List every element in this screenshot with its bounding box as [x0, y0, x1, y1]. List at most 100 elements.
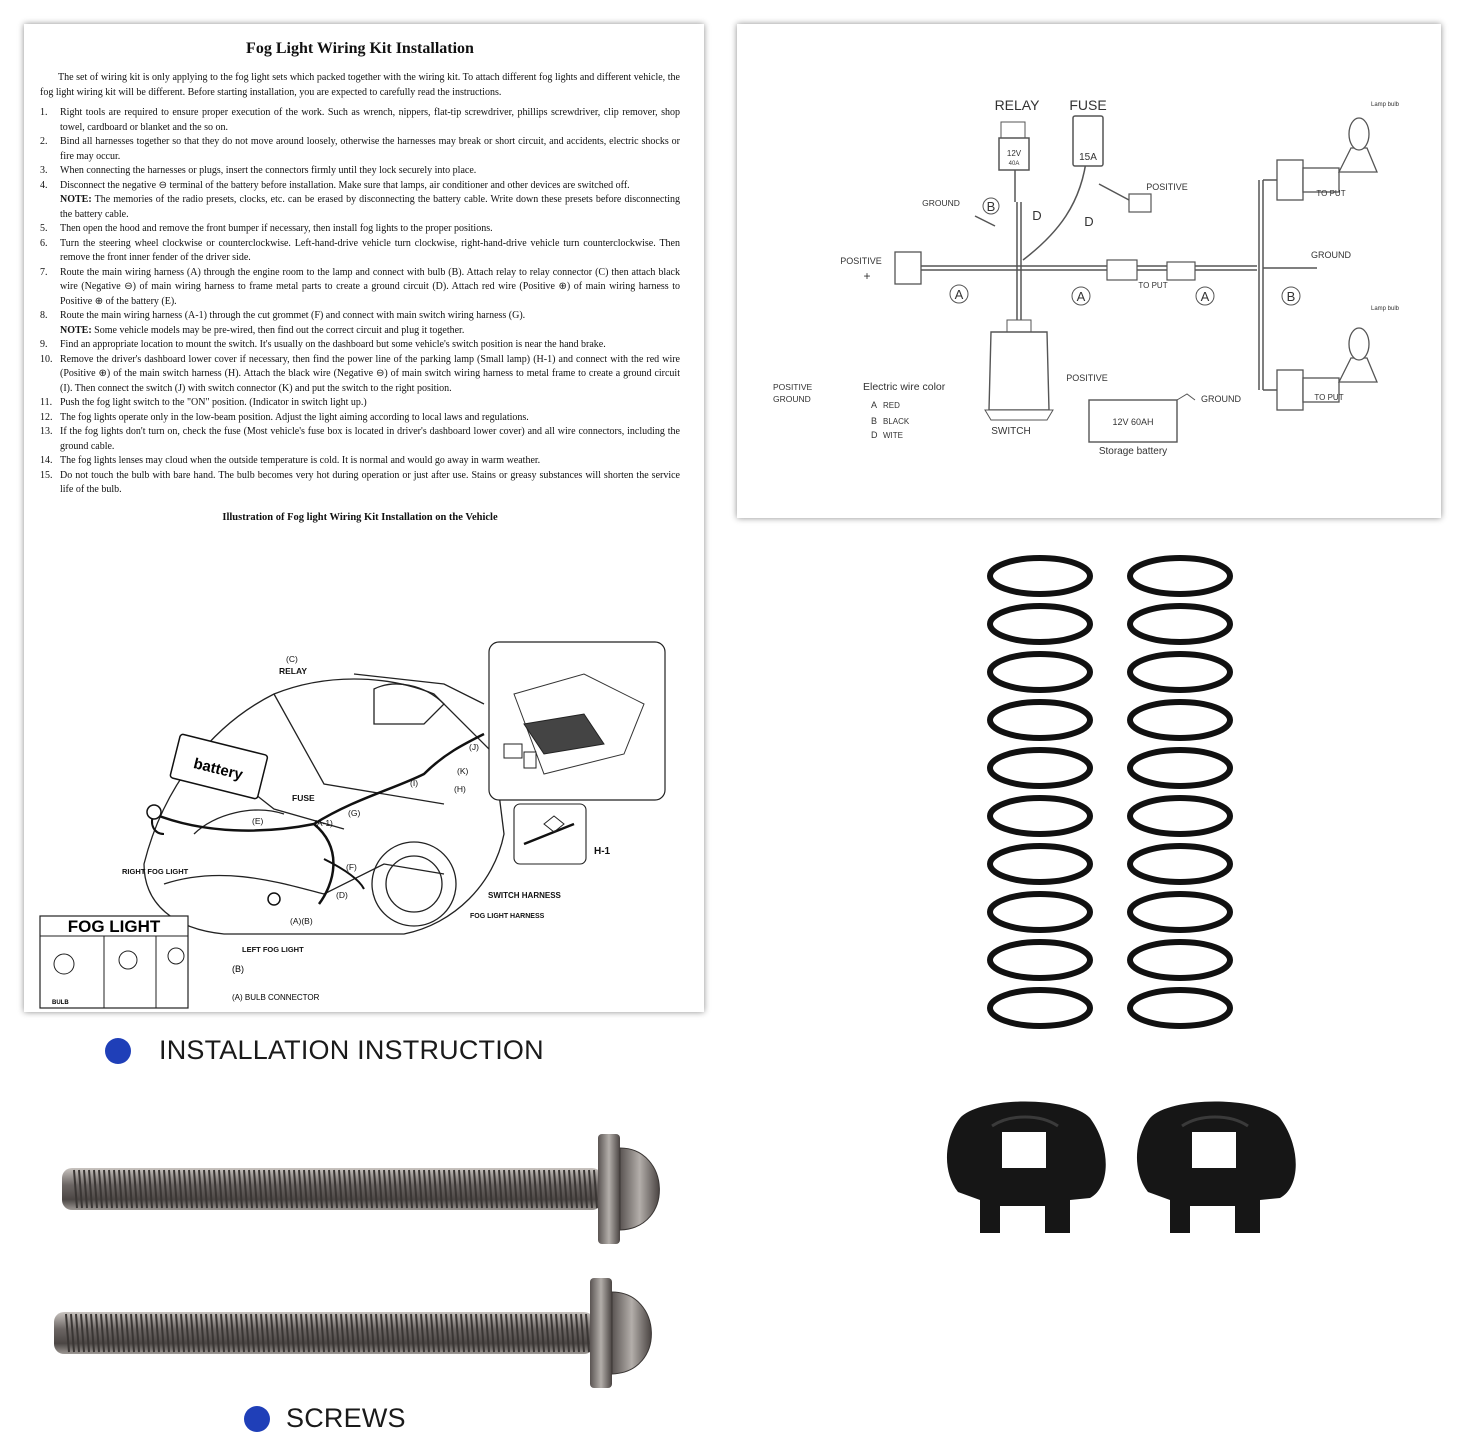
screw-thread — [220, 1313, 225, 1353]
svg-text:Storage battery: Storage battery — [1099, 446, 1167, 457]
spring-coil — [1127, 555, 1233, 597]
screw-thread — [348, 1169, 353, 1209]
step-item: 11.Push the fog light switch to the "ON"… — [40, 397, 367, 408]
fuse-label: FUSE — [1069, 97, 1106, 113]
screw-thread — [110, 1313, 115, 1353]
screw-thread — [253, 1169, 258, 1209]
screw-thread — [433, 1169, 438, 1209]
screw-thread — [125, 1313, 130, 1353]
screw-thread — [568, 1169, 573, 1209]
svg-text:(E): (E) — [252, 816, 264, 826]
fog-light-legend-box: FOG LIGHT BULB (B) (A) BULB CONNECTOR — [39, 915, 320, 1009]
screw-thread — [323, 1169, 328, 1209]
installation-instruction-sheet: Fog Light Wiring Kit Installation The se… — [24, 24, 704, 1012]
screw-thread — [505, 1313, 510, 1353]
svg-text:B: B — [987, 199, 996, 214]
screw-thread — [143, 1169, 148, 1209]
screw-thread — [108, 1169, 113, 1209]
screw-thread — [463, 1169, 468, 1209]
screw-thread — [510, 1313, 515, 1353]
screw-thread — [343, 1169, 348, 1209]
spring-coil — [1127, 603, 1233, 645]
screw-thread — [193, 1169, 198, 1209]
bulb-holder — [946, 1101, 1106, 1233]
screw-thread — [265, 1313, 270, 1353]
screw-thread — [335, 1313, 340, 1353]
screw-thread — [380, 1313, 385, 1353]
screw-thread — [275, 1313, 280, 1353]
springs-picture — [987, 555, 1233, 1029]
step-item: 9.Find an appropriate location to mount … — [40, 339, 606, 350]
screw-thread — [585, 1313, 590, 1353]
svg-text:(A) BULB CONNECTOR: (A) BULB CONNECTOR — [232, 993, 320, 1002]
screw-thread — [410, 1313, 415, 1353]
note: NOTE: The memories of the radio presets,… — [60, 194, 680, 220]
screw-thread — [513, 1169, 518, 1209]
screw-thread — [103, 1169, 108, 1209]
svg-text:Lamp bulb: Lamp bulb — [1371, 102, 1400, 108]
screw-thread — [360, 1313, 365, 1353]
screw-thread — [450, 1313, 455, 1353]
step-item: 4.Disconnect the negative ⊖ terminal of … — [40, 179, 630, 191]
dashboard-inset — [488, 641, 666, 801]
screw-thread — [115, 1313, 120, 1353]
screw-thread — [355, 1313, 360, 1353]
screw-thread — [363, 1169, 368, 1209]
screw-thread — [158, 1169, 163, 1209]
screw-thread — [418, 1169, 423, 1209]
screw-thread — [583, 1169, 588, 1209]
step-item: 1.Right tools are required to ensure pro… — [40, 107, 680, 133]
step-item: 15.Do not touch the bulb with bare hand.… — [40, 469, 680, 496]
screw-thread — [563, 1169, 568, 1209]
screw-thread — [520, 1313, 525, 1353]
svg-text:(A-1): (A-1) — [314, 818, 333, 828]
spring-coil — [987, 699, 1093, 741]
svg-text:POSITIVE: POSITIVE — [840, 256, 882, 266]
screw-thread — [420, 1313, 425, 1353]
battery-icon: battery — [169, 733, 269, 800]
screw-thread — [445, 1313, 450, 1353]
screw-thread — [133, 1169, 138, 1209]
screw-thread — [240, 1313, 245, 1353]
svg-text:Lamp bulb: Lamp bulb — [1371, 306, 1400, 312]
svg-text:GROUND: GROUND — [1311, 250, 1351, 260]
spring-coil — [1127, 843, 1233, 885]
screw-thread — [553, 1169, 558, 1209]
car-installation-illustration: battery (C) RELAY FUSE (E) (A-1) (G) (I)… — [39, 641, 666, 1009]
svg-text:12V: 12V — [1007, 149, 1022, 158]
screw-thread — [180, 1313, 185, 1353]
screw-thread — [303, 1169, 308, 1209]
screw-thread — [413, 1169, 418, 1209]
illustration-title: Illustration of Fog light Wiring Kit Ins… — [222, 511, 498, 523]
screw-thread — [320, 1313, 325, 1353]
screw-thread — [548, 1169, 553, 1209]
screw-thread — [203, 1169, 208, 1209]
screw-thread — [230, 1313, 235, 1353]
screw-thread — [83, 1169, 88, 1209]
screw-thread — [525, 1313, 530, 1353]
screw-thread — [365, 1313, 370, 1353]
screw-thread — [150, 1313, 155, 1353]
svg-text:SWITCH: SWITCH — [991, 426, 1030, 437]
svg-text:FOG LIGHT: FOG LIGHT — [68, 917, 161, 936]
switch-icon — [984, 319, 1054, 421]
screw-thread — [298, 1169, 303, 1209]
screw-thread — [473, 1169, 478, 1209]
spring-coil — [1127, 747, 1233, 789]
installation-caption: INSTALLATION INSTRUCTION — [105, 1035, 544, 1066]
screw-thread — [333, 1169, 338, 1209]
screw-thread — [550, 1313, 555, 1353]
screw-thread — [208, 1169, 213, 1209]
step-item: 7.Route the main wiring harness (A) thro… — [40, 266, 680, 307]
screw — [54, 1278, 652, 1388]
spring-coil — [987, 747, 1093, 789]
screw-thread — [465, 1313, 470, 1353]
screw-thread — [70, 1313, 75, 1353]
svg-text:RED: RED — [883, 401, 900, 410]
screw-thread — [540, 1313, 545, 1353]
spring-coil — [1127, 939, 1233, 981]
screw-thread — [205, 1313, 210, 1353]
screw-thread — [75, 1313, 80, 1353]
screw-thread — [533, 1169, 538, 1209]
svg-text:TO PUT: TO PUT — [1314, 393, 1343, 402]
